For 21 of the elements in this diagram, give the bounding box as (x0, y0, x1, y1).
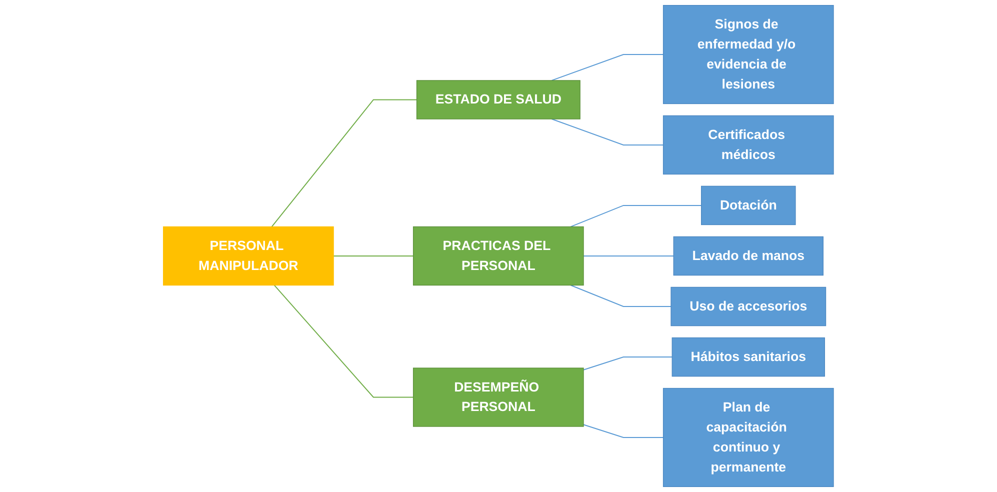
node-box: Uso de accesorios (670, 286, 826, 326)
node-box: DESEMPEÑO PERSONAL (413, 368, 584, 427)
connector (271, 99, 418, 228)
node-box: Hábitos sanitarios (672, 337, 826, 377)
node-box: Certificados médicos (663, 115, 834, 175)
node-box: Lavado de manos (673, 236, 824, 276)
connector (551, 118, 664, 146)
connector (583, 255, 674, 256)
connector (274, 284, 414, 398)
node-box: Signos de enfermedad y/o evidencia de lesiones (663, 4, 834, 104)
connector (583, 424, 664, 438)
node-box: PRACTICAS DEL PERSONAL (413, 226, 584, 286)
node-box: ESTADO DE SALUD (416, 80, 580, 120)
connector (583, 356, 673, 370)
connector (570, 284, 672, 307)
node-box: Plan de capacitación continuo y permanente (663, 388, 834, 488)
node-box: PERSONAL MANIPULADOR (163, 226, 334, 286)
connector (570, 204, 702, 228)
connector (333, 255, 414, 256)
connector (551, 54, 664, 81)
node-box: Dotación (701, 186, 796, 226)
